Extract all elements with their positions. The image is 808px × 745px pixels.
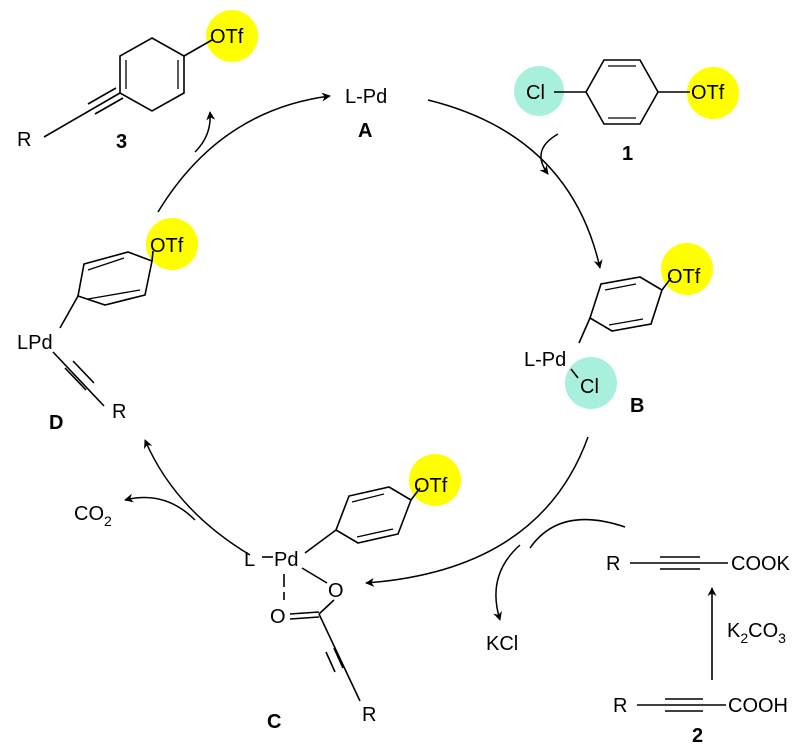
arrow-D-to-A — [157, 92, 331, 213]
pd-label-A: L-Pd — [345, 86, 387, 108]
otf-label-D: OTf — [150, 235, 184, 257]
cl-label-B: Cl — [580, 376, 599, 398]
compound-number-3: 3 — [116, 131, 127, 153]
intermediate-D: OTf LPd R D — [17, 218, 198, 434]
kcl-label: KCl — [486, 633, 518, 655]
o-label-C1: O — [328, 580, 344, 602]
arrow-A-to-B — [427, 99, 603, 269]
intermediate-B: OTf L-Pd Cl B — [524, 243, 713, 417]
l-label-C: L — [244, 549, 255, 571]
compound-1: Cl OTf 1 — [514, 59, 739, 165]
cl-highlight-B — [565, 357, 617, 409]
intermediate-C: OTf L Pd O O R C — [244, 454, 461, 733]
co2-label: CO2 — [74, 503, 112, 529]
compound-2: R COOK K2CO3 R COOH 2 — [606, 553, 791, 745]
catalyst-A: L-Pd A — [345, 86, 387, 142]
arrow-B-to-C — [365, 436, 589, 587]
compound-3: OTf R 3 — [17, 10, 258, 153]
arrow-carboxylate-in — [529, 518, 626, 549]
compound-number-2: 2 — [692, 725, 703, 745]
r-label-3: R — [17, 129, 31, 151]
cooh-label: COOH — [728, 695, 788, 717]
otf-label-1: OTf — [691, 82, 725, 104]
r-label-D: R — [112, 401, 126, 423]
arrow-1-in — [539, 133, 559, 175]
otf-highlight-C — [409, 454, 461, 506]
otf-highlight-3 — [206, 10, 258, 62]
arrow-C-to-D — [144, 439, 251, 556]
pd-label-B: L-Pd — [524, 349, 566, 371]
r-label-C: R — [362, 704, 376, 726]
compound-label-C: C — [267, 711, 281, 733]
r-label-cook: R — [606, 553, 620, 575]
pd-label-D: LPd — [17, 332, 53, 354]
pd-label-C: Pd — [274, 549, 298, 571]
arrow-CO2-out — [124, 493, 196, 521]
arrow-KCl-out — [493, 544, 521, 621]
reagent-k2co3: K2CO3 — [727, 620, 786, 646]
otf-highlight-B — [661, 243, 713, 295]
otf-highlight-D — [146, 218, 198, 270]
otf-label-C: OTf — [414, 475, 448, 497]
compound-number-1: 1 — [622, 143, 633, 165]
compound-label-A: A — [358, 120, 372, 142]
otf-label-B: OTf — [667, 266, 701, 288]
r-label-cooh: R — [613, 695, 627, 717]
compound-label-D: D — [49, 412, 63, 434]
arrow-3-out — [194, 111, 216, 153]
o-label-C2: O — [270, 606, 286, 628]
otf-label-3: OTf — [210, 26, 244, 48]
otf-highlight-1 — [687, 67, 739, 119]
cl-label-1: Cl — [526, 82, 545, 104]
cook-label: COOK — [731, 553, 791, 575]
cl-highlight-1 — [514, 66, 564, 116]
compound-label-B: B — [630, 395, 644, 417]
